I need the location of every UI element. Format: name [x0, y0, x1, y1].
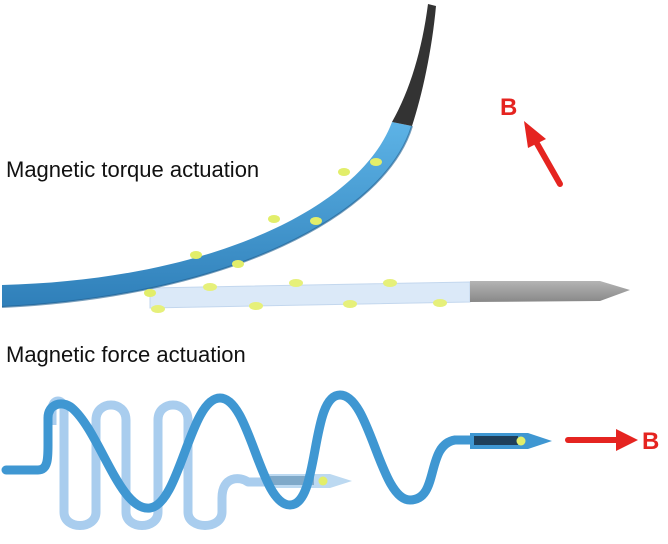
magnetic-particle — [433, 299, 447, 307]
magnetic-particle — [338, 168, 350, 176]
magnetic-particle — [249, 302, 263, 310]
arrow-shaft — [532, 137, 563, 187]
ghost-strip-body — [149, 281, 471, 309]
magnetic-particle — [190, 251, 202, 259]
magnetic-particle — [151, 305, 165, 313]
strip-particles — [144, 158, 382, 297]
active-serpentine — [1, 390, 552, 513]
magnetic-particle — [516, 436, 526, 446]
ghost-wire — [47, 396, 268, 530]
active-magnet-segment — [474, 436, 518, 445]
ghost-particles — [151, 279, 447, 313]
arrow-head — [524, 121, 546, 148]
magnetic-particle — [268, 215, 280, 223]
active-wire — [1, 390, 485, 513]
magnetic-particle — [343, 300, 357, 308]
magnetic-particle — [144, 289, 156, 297]
field-arrow-force — [565, 429, 638, 451]
ghost-magnet-segment — [270, 476, 314, 485]
magnetic-particle — [232, 260, 244, 268]
magnetic-particle — [310, 217, 322, 225]
field-symbol-torque: B — [500, 94, 518, 121]
needle-tip — [470, 281, 630, 302]
magnetic-particle — [203, 283, 217, 291]
magnetic-particle — [370, 158, 382, 166]
deflected-strip-body — [2, 122, 412, 307]
force-actuation-label: Magnetic force actuation — [6, 342, 246, 367]
magnetic-particle — [289, 279, 303, 287]
undeflected-strip — [149, 281, 630, 309]
torque-actuation-label: Magnetic torque actuation — [6, 157, 260, 182]
deflected-strip — [1, 4, 436, 308]
field-arrow-torque — [524, 121, 563, 187]
field-symbol-force: B — [642, 428, 660, 455]
deflected-tip — [392, 4, 436, 126]
magnetic-particle — [318, 476, 328, 486]
strip-edge — [1, 125, 413, 308]
arrow-head — [616, 429, 638, 451]
magnetic-particle — [383, 279, 397, 287]
